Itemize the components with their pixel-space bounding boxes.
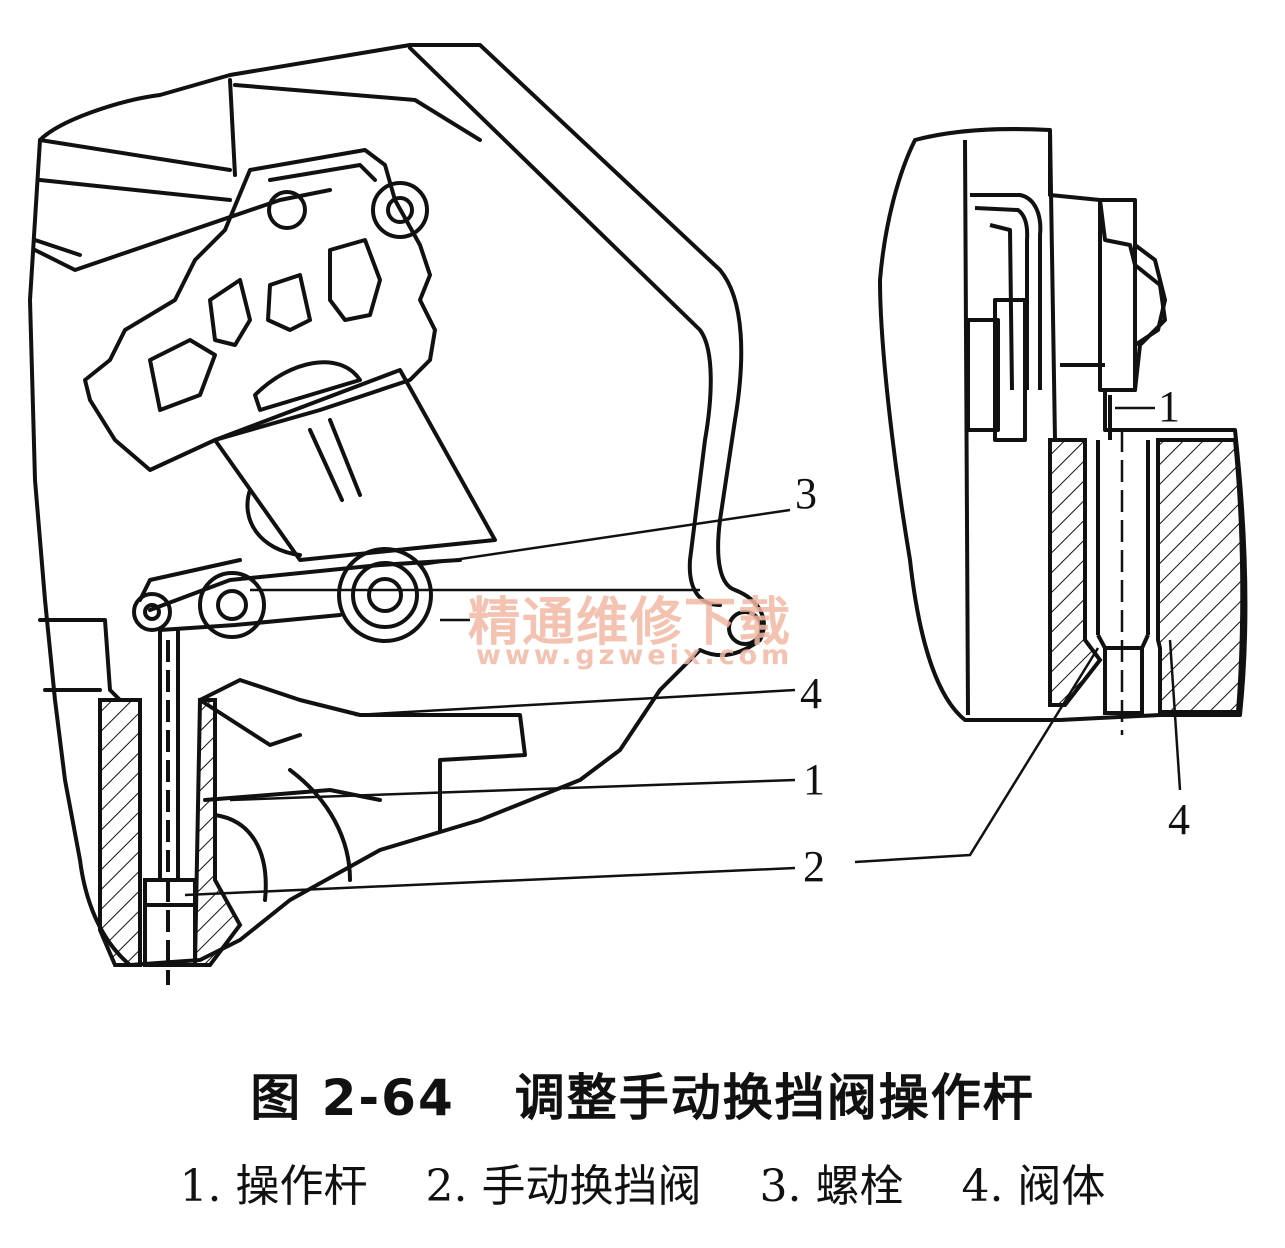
- detent-plate: [83, 148, 437, 472]
- watermark-url: www.gzweix.com: [476, 640, 794, 671]
- detail-valve-section: [1048, 430, 1245, 735]
- callout-3-bolt: 3: [795, 469, 817, 518]
- detail-callout-1-lever: 1: [1158, 382, 1180, 431]
- legend-item: 1. 操作杆: [179, 1161, 368, 1212]
- callout-2-manual-valve: 2: [803, 842, 825, 891]
- manual-valve-section: [98, 630, 243, 985]
- detail-view: [878, 127, 1248, 722]
- legend-item: 3. 螺栓: [759, 1161, 904, 1212]
- watermark-text: 精通维修下载: [468, 593, 793, 653]
- figure-caption: 图 2-64 调整手动换挡阀操作杆: [0, 1058, 1285, 1130]
- legend-item: 2. 手动换挡阀: [425, 1161, 702, 1212]
- figure-number: 图 2-64: [250, 1069, 455, 1127]
- figure-title: 调整手动换挡阀操作杆: [514, 1069, 1035, 1127]
- detail-leader-lines: [854, 406, 1182, 864]
- legend-item: 4. 阀体: [961, 1161, 1106, 1212]
- detail-callout-4-valve-body: 4: [1168, 795, 1190, 844]
- callout-1-lever: 1: [803, 755, 825, 804]
- main-assembly-view: [28, 43, 766, 967]
- callout-4-valve-body: 4: [800, 669, 822, 718]
- main-leader-lines: [184, 508, 796, 897]
- parts-legend: 1. 操作杆 2. 手动换挡阀 3. 螺栓 4. 阀体: [0, 1150, 1285, 1214]
